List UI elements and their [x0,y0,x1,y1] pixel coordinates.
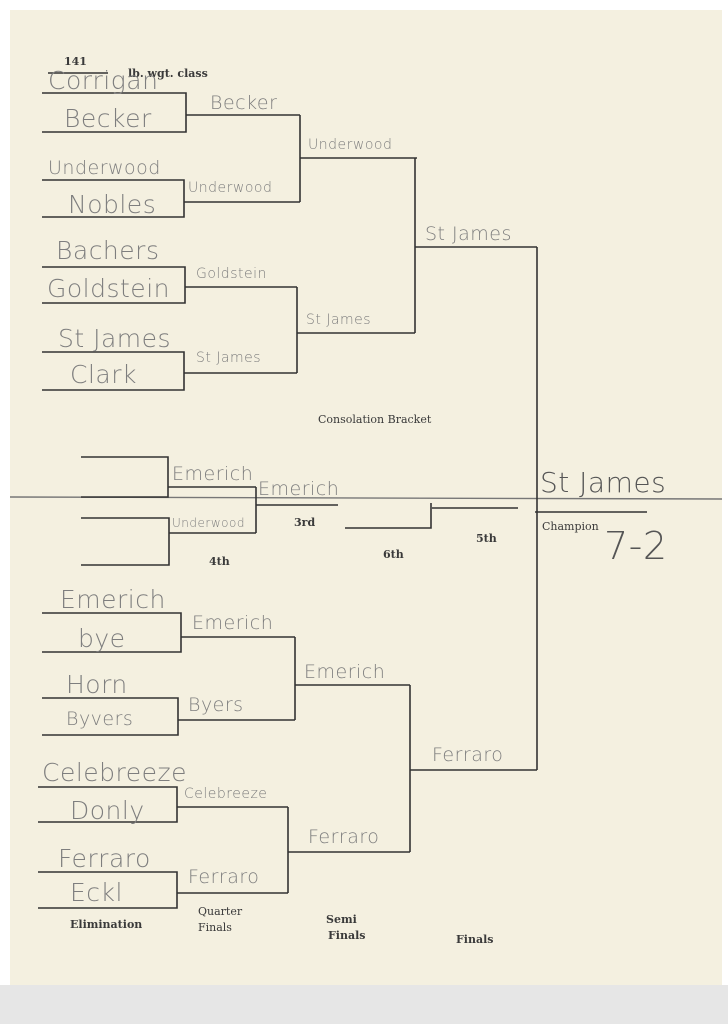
entry-7: St James [58,324,172,353]
qf-winner-2: Underwood [188,180,273,196]
qf-winner-3: Goldstein [196,266,267,282]
label-finals: Finals [456,933,494,946]
label-5th: 5th [476,532,497,545]
semi-winner-2: St James [306,312,372,328]
semi-winner-1: Underwood [308,137,393,153]
qf-winner-1: Becker [210,92,278,114]
label-3rd: 3rd [294,516,316,529]
entry-3: Underwood [48,157,161,179]
lower-entry-2: bye [78,624,126,653]
champion-score: 7-2 [604,524,668,568]
champion-name: St James [540,466,667,499]
label-quarter-finals: Finals [198,921,232,934]
label-4th: 4th [209,555,230,568]
qf-winner-4: St James [196,350,262,366]
label-semi: Semi [326,913,357,926]
label-6th: 6th [383,548,404,561]
label-elimination: Elimination [70,918,143,931]
lower-entry-6: Donly [70,796,145,825]
final-winner-lower: Ferraro [432,744,504,766]
final-winner-upper: St James [425,223,512,245]
consolation-winner: Emerich [258,478,340,500]
weight-class-label: lb. wgt. class [128,67,208,80]
lower-qf-winner-3: Celebreeze [184,786,268,802]
lower-entry-4: Byvers [66,708,134,730]
label-semi-finals: Finals [328,929,366,942]
lower-qf-winner-2: Byers [188,694,244,716]
consolation-entry-1: Emerich [172,463,254,485]
lower-entry-3: Horn [66,670,128,699]
label-quarter: Quarter [198,905,243,918]
consolation-title: Consolation Bracket [318,413,432,426]
lower-entry-1: Emerich [60,585,166,614]
consolation-entry-2: Underwood [172,516,245,530]
scan-background [0,985,728,1024]
lower-semi-winner-2: Ferraro [308,826,380,848]
entry-2: Becker [64,104,152,133]
lower-qf-winner-1: Emerich [192,612,274,634]
entry-4: Nobles [68,190,157,219]
weight-class-value: 141 [64,55,87,68]
lower-entry-8: Eckl [70,878,123,907]
entry-5: Bachers [56,236,160,265]
lower-entry-5: Celebreeze [42,758,188,787]
lower-entry-7: Ferraro [58,844,151,873]
entry-8: Clark [70,360,137,389]
entry-6: Goldstein [47,274,170,303]
lower-qf-winner-4: Ferraro [188,866,260,888]
entry-1: Corrigan [48,66,159,95]
lower-semi-winner-1: Emerich [304,661,386,683]
champion-label: Champion [542,520,599,533]
